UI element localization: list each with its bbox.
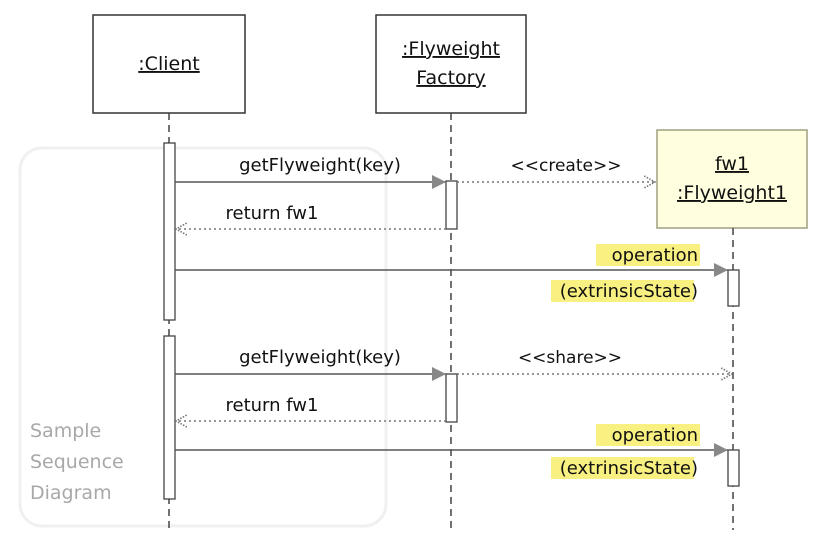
flyweight-participant-box[interactable] <box>656 129 808 229</box>
factory-participant-label-line1: :Flyweight <box>402 38 500 60</box>
caption-line3: Diagram <box>30 482 112 504</box>
factory-activation-2 <box>445 373 458 423</box>
operation-1-arg: extrinsicState <box>567 281 691 302</box>
operation-1-label-line1: operation <box>612 245 698 266</box>
flyweight-activation-1 <box>727 269 740 307</box>
client-participant-label: :Client <box>138 53 199 75</box>
operation-2-paren-close: ) <box>691 458 698 479</box>
operation-1-paren-open: ( <box>560 281 567 302</box>
operation-1-label-line2: (extrinsicState) <box>560 281 698 302</box>
factory-participant-box[interactable] <box>375 14 527 114</box>
caption-line1: Sample <box>30 420 101 442</box>
operation-2-paren-open: ( <box>560 458 567 479</box>
flyweight-participant-label-line1: fw1 <box>715 153 749 175</box>
operation-1-highlight <box>596 244 700 266</box>
share-label: <<share>> <box>518 348 622 368</box>
factory-activation-1 <box>445 180 458 230</box>
return-2-label: return fw1 <box>226 395 319 416</box>
operation-2-arg-highlight <box>551 457 694 479</box>
operation-1-arg-highlight <box>551 280 694 302</box>
operation-2-arg: extrinsicState <box>567 458 691 479</box>
operation-2-label-line1: operation <box>612 425 698 446</box>
client-activation-1 <box>163 142 176 321</box>
return-1-label: return fw1 <box>226 203 319 224</box>
get-flyweight-2-label: getFlyweight(key) <box>239 347 401 368</box>
flyweight-activation-2 <box>727 449 740 487</box>
flyweight-participant-label-line2: :Flyweight1 <box>677 182 787 204</box>
operation-2-label-line2: (extrinsicState) <box>560 458 698 479</box>
caption-frame <box>18 146 388 528</box>
client-activation-2 <box>163 335 176 500</box>
factory-participant-label-line2: Factory <box>416 67 485 89</box>
operation-1-paren-close: ) <box>691 281 698 302</box>
operation-2-highlight <box>596 424 700 446</box>
caption-line2: Sequence <box>30 451 124 473</box>
create-label: <<create>> <box>511 156 622 176</box>
get-flyweight-1-label: getFlyweight(key) <box>239 155 401 176</box>
